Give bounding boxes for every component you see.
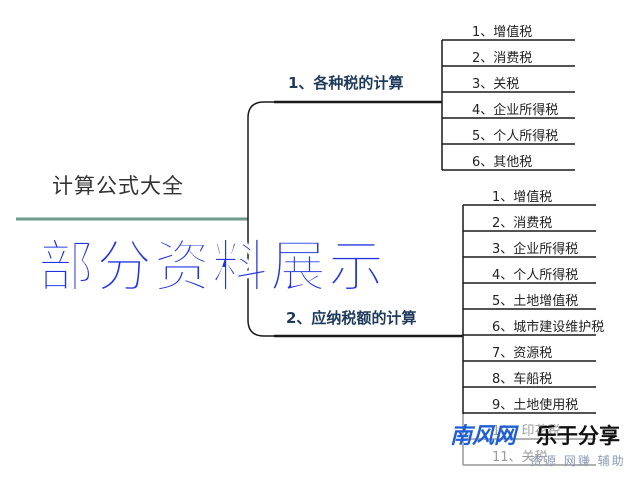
leaf-node-label: 3、关税 [472,77,520,92]
leaf-node-label: 4、个人所得税 [492,268,579,283]
leaf-node-label: 8、车船税 [492,372,553,387]
branch-1-label: 1、各种税的计算 [288,74,404,92]
watermark-panel [446,414,640,478]
leaf-node-label: 1、增值税 [492,190,553,205]
leaf-node-label: 3、企业所得税 [492,242,579,257]
trunk-connector [247,101,274,337]
leaf-node-label: 2、消费税 [472,51,533,66]
leaf-node-label: 2、消费税 [492,216,553,231]
leaf-node-label: 5、个人所得税 [472,129,559,144]
leaf-node-label: 1、增值税 [472,25,533,40]
root-node-label: 计算公式大全 [52,174,184,198]
overlay-banner-text: 部分资料展示 [38,235,386,301]
watermark-tagline: 乐于分享 [536,424,620,448]
watermark-brand: 南风网 [450,424,517,449]
watermark-subline: 资源 网赚 辅助 [530,454,626,468]
branch-2-label: 2、应纳税额的计算 [286,309,417,327]
leaf-node-label: 9、土地使用税 [492,398,579,413]
leaf-node-label: 7、资源税 [492,346,553,361]
leaf-node-label: 6、城市建设维护税 [492,320,605,335]
leaf-node-label: 6、其他税 [472,155,533,170]
leaf-node-label: 4、企业所得税 [472,103,559,118]
leaf-node-label: 5、土地增值税 [492,294,579,309]
